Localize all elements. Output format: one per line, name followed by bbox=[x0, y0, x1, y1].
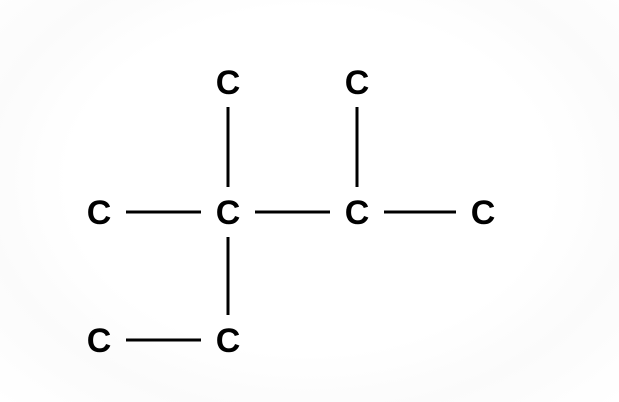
atom-c-left: C bbox=[87, 194, 112, 232]
atoms-layer: C C C C C C C C bbox=[87, 64, 496, 360]
atom-c-top-left: C bbox=[216, 64, 241, 102]
atom-c-center-right: C bbox=[345, 194, 370, 232]
atom-c-bottom-right: C bbox=[216, 322, 241, 360]
bonds-layer bbox=[126, 107, 456, 342]
atom-c-right: C bbox=[471, 194, 496, 232]
atom-c-top-right: C bbox=[345, 64, 370, 102]
atom-c-bottom-left: C bbox=[87, 322, 112, 360]
atom-c-center: C bbox=[216, 194, 241, 232]
